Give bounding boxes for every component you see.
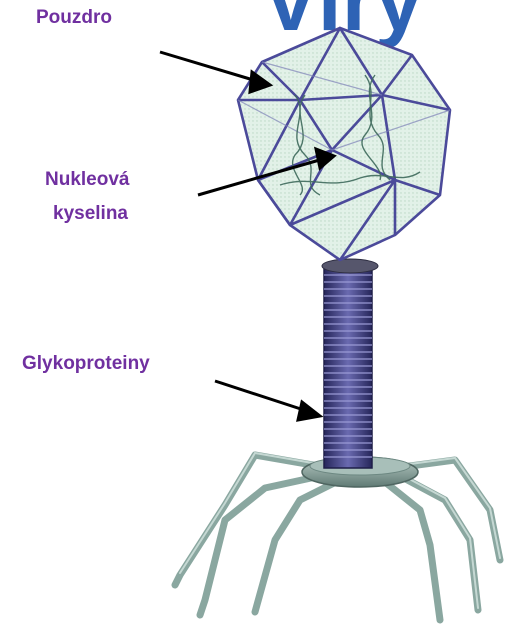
label-glycoproteins: Glykoproteiny [22, 352, 150, 376]
collar [322, 259, 378, 273]
tail-sheath [324, 268, 372, 468]
capsid-head [238, 28, 450, 260]
label-capsid: Pouzdro [36, 6, 112, 30]
label-nucleic-acid-line2: kyselina [53, 202, 128, 226]
label-nucleic-acid-line1: Nukleová [45, 168, 129, 192]
